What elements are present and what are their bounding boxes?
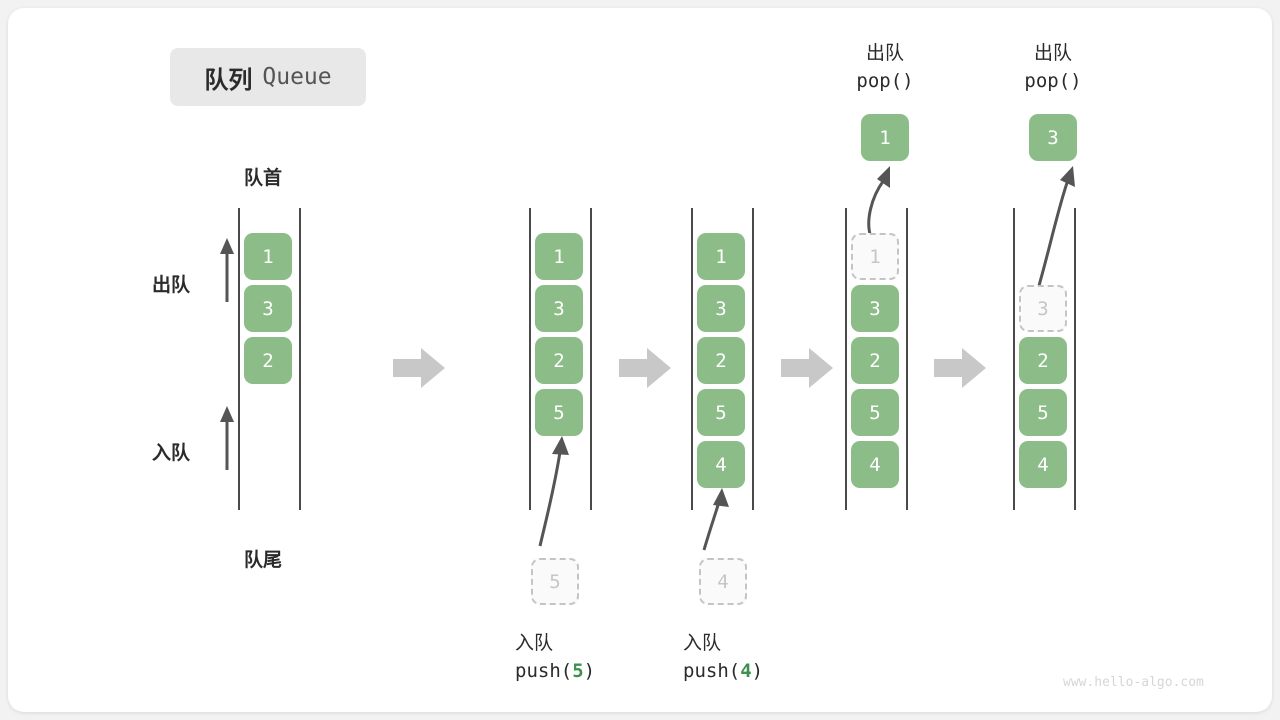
code-suffix: ) bbox=[902, 70, 914, 92]
pop-motion-arrow-icon bbox=[867, 166, 890, 241]
pop-motion-arrow-icon bbox=[1034, 166, 1075, 297]
queue-element: 2 bbox=[1019, 337, 1067, 384]
popped-element: 1 bbox=[861, 114, 909, 161]
queue-element: 3 bbox=[535, 285, 583, 332]
queue-element: 1 bbox=[697, 233, 745, 280]
queue-element: 3 bbox=[851, 285, 899, 332]
push-motion-arrow-icon bbox=[702, 488, 729, 551]
queue-element: 2 bbox=[697, 337, 745, 384]
queue-element: 3 bbox=[244, 285, 292, 332]
queue-element: 4 bbox=[851, 441, 899, 488]
step-caption-cn: 出队 bbox=[1033, 43, 1072, 64]
queue-element: 1 bbox=[244, 233, 292, 280]
queue-ghost-element: 4 bbox=[699, 558, 747, 605]
queue-element: 1 bbox=[535, 233, 583, 280]
code-arg: 5 bbox=[572, 660, 584, 682]
queue-element: 4 bbox=[1019, 441, 1067, 488]
dequeue-direction-label: 出队 bbox=[152, 275, 191, 296]
queue-rail-right-3 bbox=[752, 208, 754, 510]
title-en: Queue bbox=[262, 64, 332, 90]
enqueue-direction-arrow-icon bbox=[220, 406, 234, 470]
queue-element-new: 4 bbox=[697, 441, 745, 488]
queue-ghost-element: 5 bbox=[531, 558, 579, 605]
queue-element: 2 bbox=[535, 337, 583, 384]
queue-head-label: 队首 bbox=[244, 168, 283, 189]
popped-element: 3 bbox=[1029, 114, 1077, 161]
queue-rail-right-1 bbox=[299, 208, 301, 510]
step-caption-cn: 入队 bbox=[683, 633, 722, 654]
queue-element: 5 bbox=[697, 389, 745, 436]
code-prefix: pop( bbox=[1024, 70, 1071, 92]
queue-rail-left-4 bbox=[845, 208, 847, 510]
queue-tail-label: 队尾 bbox=[244, 550, 283, 571]
queue-rail-right-4 bbox=[906, 208, 908, 510]
queue-element: 2 bbox=[851, 337, 899, 384]
queue-element: 5 bbox=[851, 389, 899, 436]
step-caption-code: push(5) bbox=[515, 660, 655, 682]
code-prefix: push( bbox=[515, 660, 573, 682]
queue-rail-right-5 bbox=[1074, 208, 1076, 510]
queue-ghost-element: 1 bbox=[851, 233, 899, 280]
step-caption-code: pop() bbox=[843, 70, 927, 92]
queue-element: 3 bbox=[697, 285, 745, 332]
step-arrow-icon bbox=[619, 348, 671, 388]
code-prefix: pop( bbox=[856, 70, 903, 92]
watermark: www.hello-algo.com bbox=[1063, 675, 1204, 690]
code-prefix: push( bbox=[683, 660, 741, 682]
queue-ghost-element: 3 bbox=[1019, 285, 1067, 332]
code-suffix: ) bbox=[583, 660, 596, 682]
queue-element: 2 bbox=[244, 337, 292, 384]
queue-rail-left-2 bbox=[529, 208, 531, 510]
push-motion-arrow-icon bbox=[538, 436, 569, 547]
queue-element-new: 5 bbox=[535, 389, 583, 436]
step-arrow-icon bbox=[934, 348, 986, 388]
step-arrow-icon bbox=[393, 348, 445, 388]
enqueue-direction-label: 入队 bbox=[152, 443, 191, 464]
queue-rail-left-3 bbox=[691, 208, 693, 510]
queue-rail-left-5 bbox=[1013, 208, 1015, 510]
step-caption-code: push(4) bbox=[683, 660, 823, 682]
queue-rail-left-1 bbox=[238, 208, 240, 510]
queue-rail-right-2 bbox=[590, 208, 592, 510]
queue-element: 5 bbox=[1019, 389, 1067, 436]
step-caption-code: pop() bbox=[1011, 70, 1095, 92]
diagram-stage: 队列 Queue 队首 队尾 1 3 2 出队 入队 1 3 2 5 5 入队 … bbox=[8, 8, 1272, 712]
title-badge: 队列 Queue bbox=[170, 48, 366, 106]
step-caption-cn: 出队 bbox=[865, 43, 904, 64]
dequeue-direction-arrow-icon bbox=[220, 238, 234, 302]
step-caption-cn: 入队 bbox=[515, 633, 554, 654]
code-suffix: ) bbox=[1070, 70, 1082, 92]
diagram-card: 队列 Queue 队首 队尾 1 3 2 出队 入队 1 3 2 5 5 入队 … bbox=[8, 8, 1272, 712]
title-cn: 队列 bbox=[204, 66, 253, 94]
code-suffix: ) bbox=[751, 660, 764, 682]
code-arg: 4 bbox=[740, 660, 752, 682]
step-arrow-icon bbox=[781, 348, 833, 388]
